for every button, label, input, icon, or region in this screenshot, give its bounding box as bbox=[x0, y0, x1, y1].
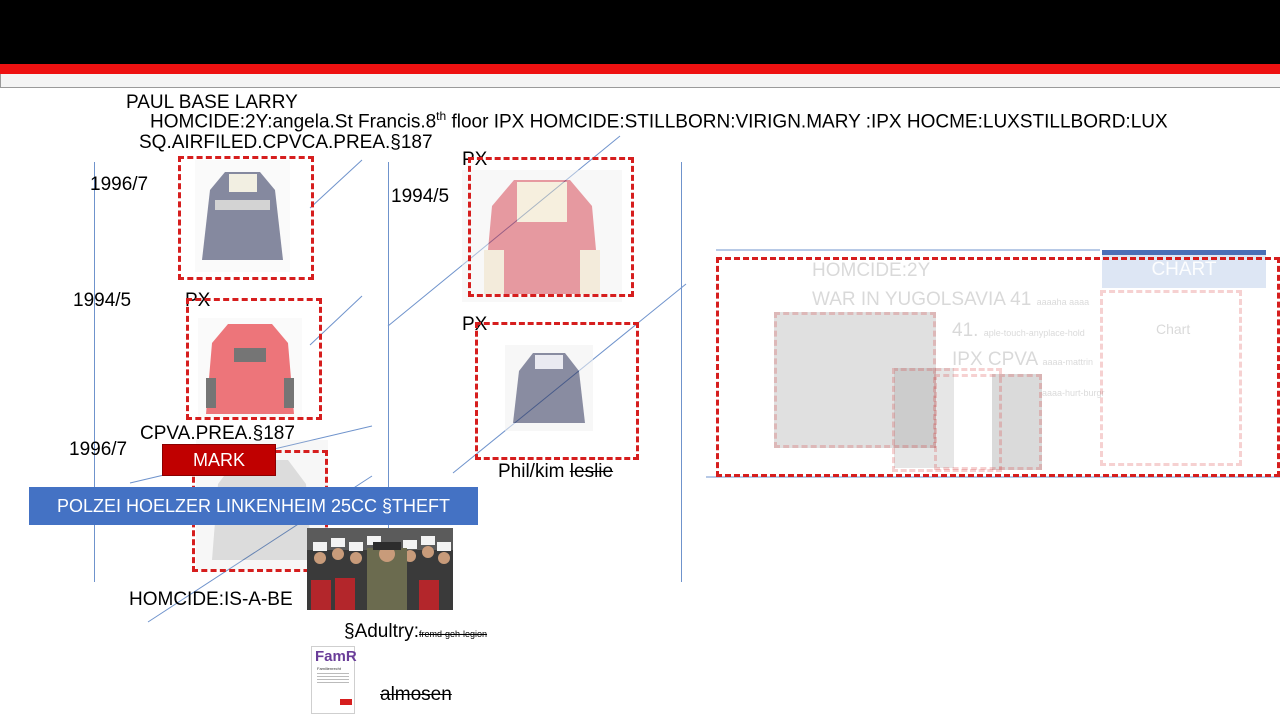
almosen-label: almosen bbox=[380, 684, 452, 705]
header-black-bar bbox=[0, 0, 1280, 64]
chart-tab: CHART bbox=[1102, 250, 1266, 288]
jacket-photo-navy bbox=[195, 160, 290, 272]
jacket-blue-icon bbox=[505, 345, 593, 431]
vertical-line-mid bbox=[388, 162, 389, 582]
dashed-frame-2 bbox=[186, 298, 322, 420]
date-label-1: 1996/7 bbox=[90, 174, 149, 195]
jacket-red-icon bbox=[198, 318, 302, 418]
book-title: FamR bbox=[315, 648, 357, 665]
faded-dash-c bbox=[934, 374, 1042, 470]
faded-dash-b bbox=[892, 368, 1002, 472]
adultry-label: §Adultry:fremd-geh-legion bbox=[344, 621, 487, 645]
vertical-line-right bbox=[681, 162, 682, 582]
book-subtitle: Familienrecht bbox=[317, 666, 342, 671]
faded-line-2-small: aaaaha aaaa bbox=[1036, 297, 1090, 307]
cpva-label: CPVA.PREA.§187 bbox=[140, 423, 295, 444]
faded-line-3-small: aple-touch-anyplace-hold bbox=[983, 328, 1085, 338]
faded-photo-3 bbox=[992, 374, 1042, 470]
date-label-4: 1994/5 bbox=[391, 186, 450, 207]
px-label-3: PX bbox=[462, 314, 488, 335]
mark-badge-label: MARK bbox=[192, 450, 245, 470]
phil-kim-label: Phil/kim leslie bbox=[498, 461, 613, 483]
header-gray-band bbox=[0, 74, 1280, 88]
homicide-line-1: HOMCIDE:2Y:angela.St Francis.8th floor I… bbox=[150, 105, 1168, 133]
dashed-frame-3 bbox=[468, 157, 634, 297]
soldiers-photo bbox=[307, 528, 453, 610]
jacket-cream-icon bbox=[462, 170, 622, 302]
paul-base-larry-label: PAUL BASE LARRY bbox=[126, 92, 298, 113]
homicide-line-1-sup: th bbox=[436, 109, 447, 123]
book-cover: FamR Familienrecht bbox=[311, 646, 357, 714]
faded-photo-2 bbox=[894, 368, 954, 468]
date-label-2: 1994/5 bbox=[73, 290, 132, 311]
jacket-navy-icon bbox=[195, 160, 290, 272]
faded-line-4: IPX CPVA aaaa-mattrin bbox=[952, 349, 1093, 373]
soldiers-icon bbox=[307, 528, 453, 610]
homicide-line-1-rest: floor IPX HOMCIDE:STILLBORN:VIRIGN.MARY … bbox=[446, 111, 1168, 133]
police-banner-label: POLZEI HOELZER LINKENHEIM 25CC §THEFT bbox=[56, 496, 451, 516]
phil-kim-text: Phil/kim bbox=[498, 461, 570, 482]
faded-photo-1 bbox=[774, 312, 936, 448]
adultry-text: §Adultry: bbox=[344, 621, 419, 642]
faded-line-4-text: IPX CPVA bbox=[952, 349, 1038, 370]
chart-tab-label: CHART bbox=[1151, 259, 1217, 280]
chart-inner-label: Chart bbox=[1156, 321, 1191, 337]
faded-dash-a bbox=[774, 312, 936, 448]
jacket-photo-red bbox=[198, 318, 302, 418]
police-banner: POLZEI HOELZER LINKENHEIM 25CC §THEFT bbox=[29, 487, 478, 525]
homicide-line-1-text: HOMCIDE:2Y:angela.St Francis.8 bbox=[150, 111, 437, 133]
faded-line-1: HOMCIDE:2Y bbox=[812, 260, 931, 281]
faded-line-3: 41. aple-touch-anyplace-hold bbox=[952, 320, 1085, 344]
faded-line-2: WAR IN YUGOLSAVIA 41 aaaaha aaaa bbox=[812, 289, 1089, 313]
header-red-stripe bbox=[0, 64, 1280, 74]
leslie-text: leslie bbox=[569, 461, 614, 482]
vertical-line-left bbox=[94, 162, 95, 582]
dashed-frame-1 bbox=[178, 156, 314, 280]
mark-badge: MARK bbox=[162, 444, 276, 476]
faded-line-5: aaaa-hurt-burgr bbox=[1042, 388, 1105, 398]
adultry-small-text: fremd-geh-legion bbox=[418, 629, 488, 639]
dashed-frame-4 bbox=[475, 322, 639, 460]
is-a-be-label: HOMCIDE:IS-A-BE bbox=[129, 589, 293, 610]
jacket-photo-cream bbox=[462, 170, 622, 302]
date-label-3: 1996/7 bbox=[69, 439, 128, 460]
faded-line-2-text: WAR IN YUGOLSAVIA 41 bbox=[812, 289, 1032, 310]
book-text-block bbox=[317, 673, 349, 685]
faded-line-3-text: 41. bbox=[952, 320, 979, 341]
faded-dash-d bbox=[1100, 290, 1242, 466]
homicide-line-2: SQ.AIRFILED.CPVCA.PREA.§187 bbox=[139, 132, 433, 153]
faded-line-4-small: aaaa-mattrin bbox=[1042, 357, 1093, 367]
book-red-sticker bbox=[340, 699, 352, 705]
dashed-frame-panel bbox=[716, 257, 1280, 477]
faded-panel: HOMCIDE:2Y WAR IN YUGOLSAVIA 41 aaaaha a… bbox=[716, 250, 1280, 478]
jacket-photo-blue bbox=[505, 345, 593, 431]
